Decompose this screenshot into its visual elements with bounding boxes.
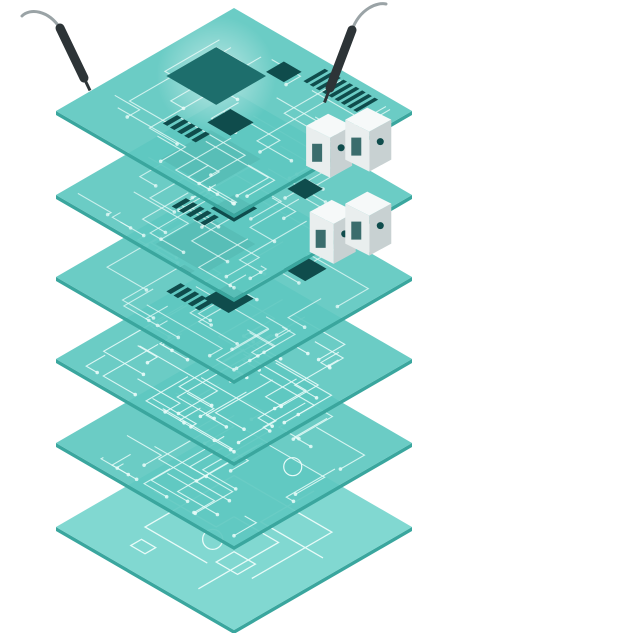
probe-icon — [20, 10, 92, 92]
top-component-layer — [56, 8, 412, 218]
probe-icon — [323, 2, 388, 104]
